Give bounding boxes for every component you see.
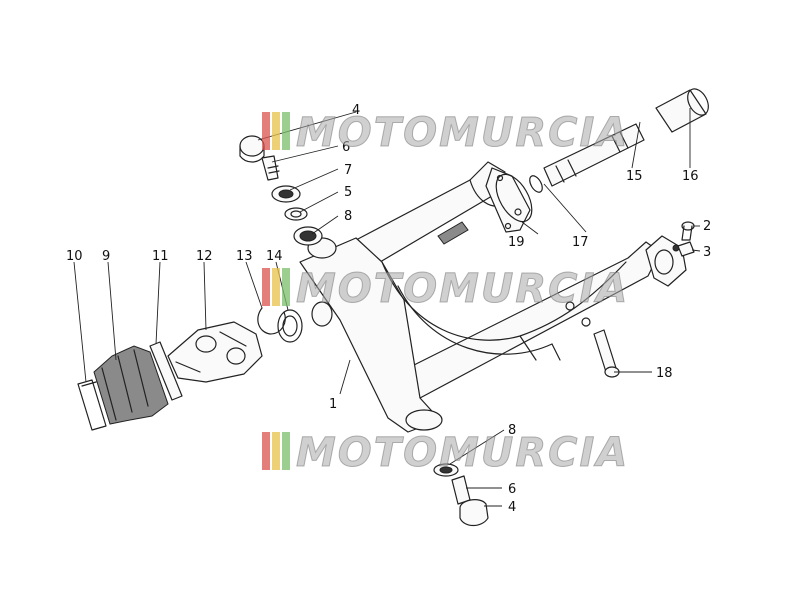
swing-arm <box>299 161 687 433</box>
watermark-text: MOTOMURCIA <box>296 430 629 476</box>
bottom-pivot-parts <box>433 463 489 527</box>
callout-6-bottom: 6 <box>508 482 516 497</box>
callout-4-bottom: 4 <box>508 500 516 515</box>
watermark-top: MOTOMURCIA <box>262 110 629 157</box>
rear-shaft-parts <box>495 88 709 223</box>
callout-15: 15 <box>626 169 643 184</box>
callout-5: 5 <box>344 185 352 200</box>
callout-17: 17 <box>572 235 589 250</box>
watermark-stripe-red <box>262 112 270 150</box>
callout-19: 19 <box>508 235 525 250</box>
callout-16: 16 <box>682 169 699 184</box>
callout-13: 13 <box>236 249 253 264</box>
watermark-text: MOTOMURCIA <box>296 266 629 312</box>
watermark-stripe-green <box>282 112 290 150</box>
watermark-bottom: MOTOMURCIA <box>262 430 629 477</box>
side-bolt-parts <box>593 221 695 378</box>
watermark-stripe-yellow <box>272 432 280 470</box>
watermark-stripe-red <box>262 268 270 306</box>
callout-11: 11 <box>152 249 169 264</box>
watermark-stripe-red <box>262 432 270 470</box>
callout-18: 18 <box>656 366 673 381</box>
callout-9: 9 <box>102 249 110 264</box>
watermark-stripe-yellow <box>272 268 280 306</box>
watermark-stripe-yellow <box>272 112 280 150</box>
callout-1: 1 <box>329 397 337 412</box>
drive-shaft-parts <box>77 307 303 431</box>
callout-8-bottom: 8 <box>508 423 516 438</box>
callout-12: 12 <box>196 249 213 264</box>
watermark-stripe-green <box>282 268 290 306</box>
watermark-text: MOTOMURCIA <box>296 110 629 156</box>
callout-2: 2 <box>703 219 711 234</box>
watermark-middle: MOTOMURCIA <box>262 266 629 313</box>
callout-4-top: 4 <box>352 103 360 118</box>
callout-10: 10 <box>66 249 83 264</box>
callout-labels: 4 6 7 5 8 10 9 11 12 13 14 1 16 15 17 19… <box>66 103 711 515</box>
callout-7: 7 <box>344 163 352 178</box>
callout-3: 3 <box>703 245 711 260</box>
callout-8-top: 8 <box>344 209 352 224</box>
callout-14: 14 <box>266 249 283 264</box>
callout-6-top: 6 <box>342 140 350 155</box>
watermark-stripe-green <box>282 432 290 470</box>
